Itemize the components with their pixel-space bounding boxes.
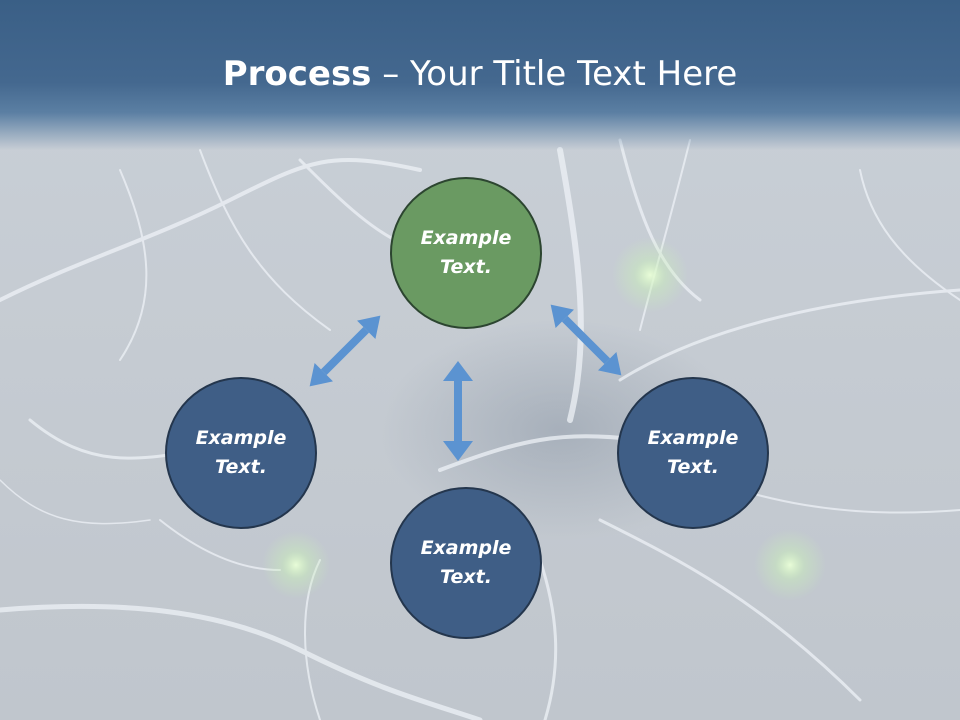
title-bold-part: Process	[222, 54, 372, 94]
double-arrow-left	[309, 315, 381, 387]
node-label: Example Text.	[195, 427, 287, 478]
double-arrow-vertical	[443, 361, 473, 461]
process-node-bottom: Example Text.	[390, 487, 542, 639]
title-rest-part: – Your Title Text Here	[371, 54, 738, 94]
slide-title: Process – Your Title Text Here	[0, 52, 960, 96]
node-label: Example Text.	[420, 227, 512, 278]
process-node-right: Example Text.	[617, 377, 769, 529]
process-node-left: Example Text.	[165, 377, 317, 529]
process-node-top: Example Text.	[390, 177, 542, 329]
double-arrow-right	[550, 304, 622, 376]
node-label: Example Text.	[420, 537, 512, 588]
title-banner	[0, 0, 960, 150]
node-label: Example Text.	[647, 427, 739, 478]
